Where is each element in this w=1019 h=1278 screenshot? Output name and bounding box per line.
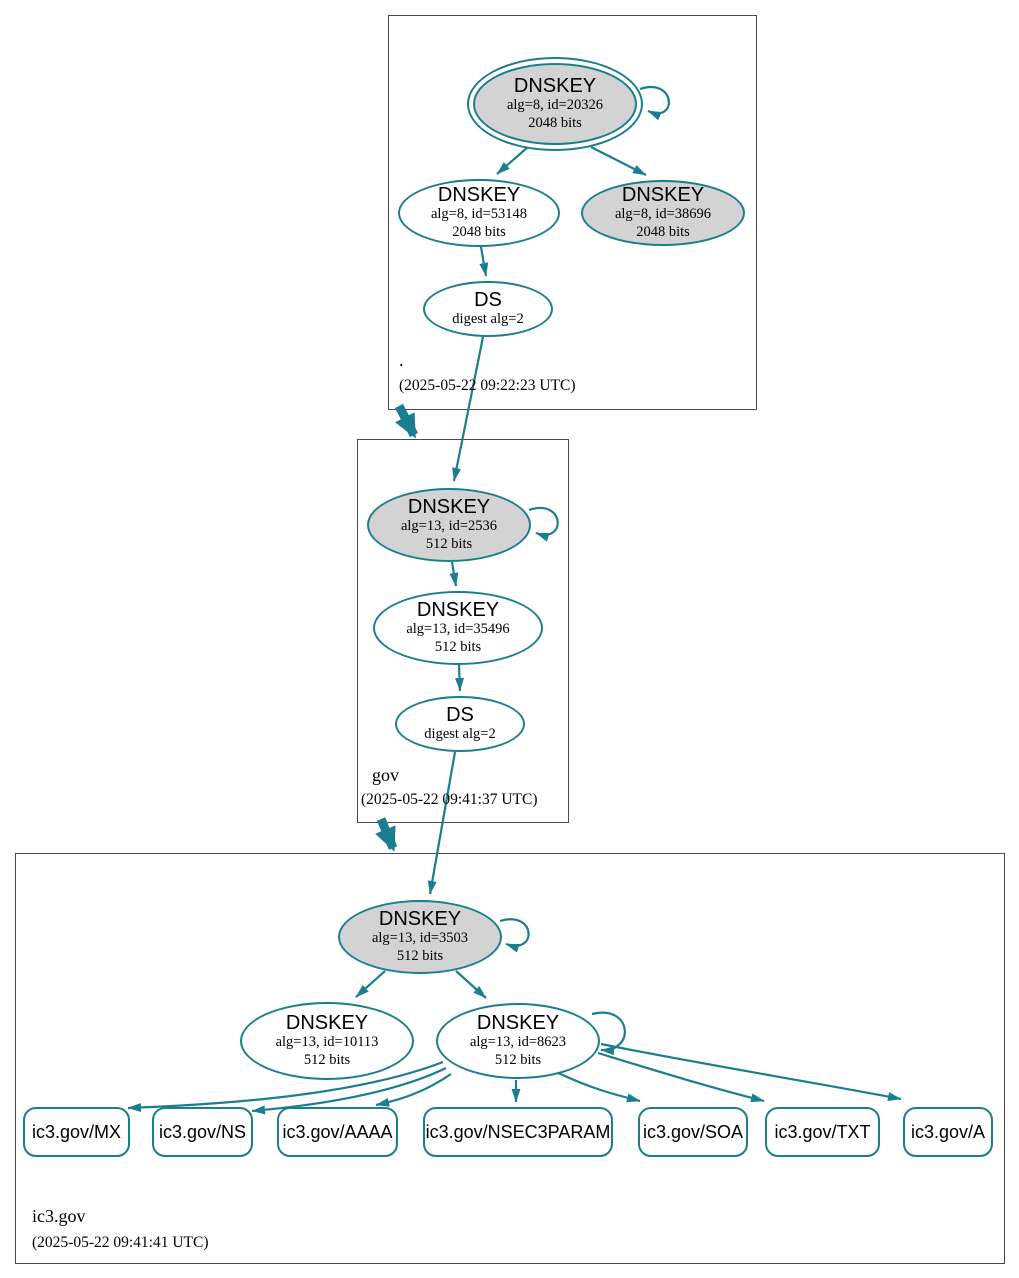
zone-timestamp-gov: (2025-05-22 09:41:37 UTC) (361, 791, 538, 808)
node-detail-digest: digest alg=2 (452, 310, 524, 327)
dnskey-ic3-ksk-3503[interactable]: DNSKEY alg=13, id=3503 512 bits (338, 900, 502, 974)
node-title: DNSKEY (476, 1012, 560, 1035)
node-detail-alg-id: alg=8, id=38696 (614, 206, 712, 223)
node-detail-bits: 512 bits (434, 638, 482, 655)
edge-delegation-gov-ic3 (375, 817, 398, 852)
node-title: DNSKEY (378, 908, 462, 931)
node-title: DS (446, 703, 474, 726)
node-detail-alg-id: alg=13, id=3503 (371, 930, 469, 947)
dnskey-root-ksk-20326-inner: DNSKEY alg=8, id=20326 2048 bits (473, 63, 637, 145)
node-detail-bits: 512 bits (396, 947, 444, 964)
node-detail-alg-id: alg=13, id=35496 (406, 621, 510, 638)
dnskey-root-38696[interactable]: DNSKEY alg=8, id=38696 2048 bits (581, 180, 745, 246)
rrset-ic3gov-aaaa[interactable]: ic3.gov/AAAA (277, 1107, 398, 1157)
node-detail-alg-id: alg=13, id=2536 (400, 518, 498, 535)
node-detail-alg-id: alg=8, id=20326 (506, 97, 604, 114)
node-detail-alg-id: alg=13, id=8623 (469, 1034, 567, 1051)
dnskey-root-zsk-53148[interactable]: DNSKEY alg=8, id=53148 2048 bits (398, 179, 560, 247)
node-title: DNSKEY (285, 1012, 369, 1035)
node-title: DNSKEY (407, 496, 491, 519)
node-title: DNSKEY (416, 599, 500, 622)
node-detail-bits: 512 bits (494, 1051, 542, 1068)
ds-root[interactable]: DS digest alg=2 (423, 281, 553, 337)
zone-label-gov: gov (372, 765, 399, 785)
zone-label-ic3gov: ic3.gov (32, 1206, 86, 1226)
dnskey-gov-ksk-2536[interactable]: DNSKEY alg=13, id=2536 512 bits (367, 488, 531, 562)
node-detail-bits: 2048 bits (528, 114, 582, 131)
dnskey-ic3-zsk-8623[interactable]: DNSKEY alg=13, id=8623 512 bits (436, 1003, 600, 1079)
ds-gov[interactable]: DS digest alg=2 (395, 696, 525, 752)
edge-delegation-root-gov (395, 403, 418, 439)
zone-timestamp-root: (2025-05-22 09:22:23 UTC) (399, 377, 576, 394)
rrset-ic3gov-txt[interactable]: ic3.gov/TXT (765, 1107, 880, 1157)
node-title: DNSKEY (621, 184, 705, 207)
dnskey-ic3-10113[interactable]: DNSKEY alg=13, id=10113 512 bits (240, 1002, 414, 1080)
node-detail-alg-id: alg=13, id=10113 (275, 1034, 379, 1051)
node-title: DS (474, 288, 502, 311)
node-detail-bits: 2048 bits (636, 223, 690, 240)
dnskey-gov-zsk-35496[interactable]: DNSKEY alg=13, id=35496 512 bits (373, 591, 543, 665)
zone-box-root (388, 15, 757, 410)
node-detail-bits: 512 bits (303, 1051, 351, 1068)
node-title: DNSKEY (513, 75, 597, 98)
zone-label-root: . (399, 350, 404, 370)
rrset-ic3gov-soa[interactable]: ic3.gov/SOA (638, 1107, 748, 1157)
node-detail-alg-id: alg=8, id=53148 (430, 206, 528, 223)
node-title: DNSKEY (437, 184, 521, 207)
zone-box-ic3gov (15, 853, 1005, 1264)
dnskey-root-ksk-20326[interactable]: DNSKEY alg=8, id=20326 2048 bits (467, 57, 643, 151)
rrset-ic3gov-mx[interactable]: ic3.gov/MX (23, 1107, 130, 1157)
node-detail-digest: digest alg=2 (424, 725, 496, 742)
rrset-ic3gov-nsec3param[interactable]: ic3.gov/NSEC3PARAM (423, 1107, 613, 1157)
node-detail-bits: 512 bits (425, 535, 473, 552)
rrset-ic3gov-a[interactable]: ic3.gov/A (903, 1107, 993, 1157)
node-detail-bits: 2048 bits (452, 223, 506, 240)
rrset-ic3gov-ns[interactable]: ic3.gov/NS (152, 1107, 253, 1157)
zone-timestamp-ic3gov: (2025-05-22 09:41:41 UTC) (32, 1234, 209, 1251)
